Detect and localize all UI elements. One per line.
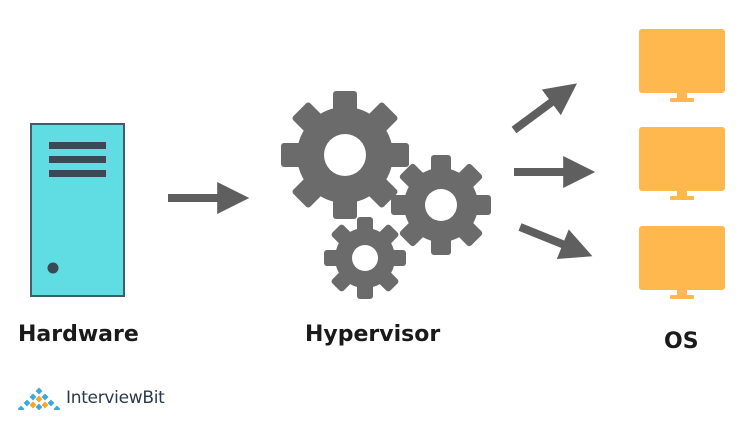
brand-name: InterviewBit: [66, 388, 165, 408]
large-gear-icon: [281, 91, 409, 219]
monitor-icon: [639, 127, 725, 200]
monitor-icon: [639, 29, 725, 102]
os-label: OS: [664, 329, 699, 354]
arrow-hypervisor-to-os-top: [511, 83, 577, 134]
monitor-icon: [639, 226, 725, 299]
hardware-label: Hardware: [18, 322, 139, 347]
arrow-hypervisor-to-os-bottom: [518, 223, 593, 260]
hypervisor-label: Hypervisor: [305, 322, 441, 347]
small-gear-icon: [324, 217, 406, 299]
medium-gear-icon: [391, 155, 491, 255]
server-icon: [30, 123, 125, 297]
interviewbit-logo-icon: [18, 386, 60, 410]
brand-logo: InterviewBit: [18, 386, 165, 410]
gears-icon: [281, 91, 491, 299]
